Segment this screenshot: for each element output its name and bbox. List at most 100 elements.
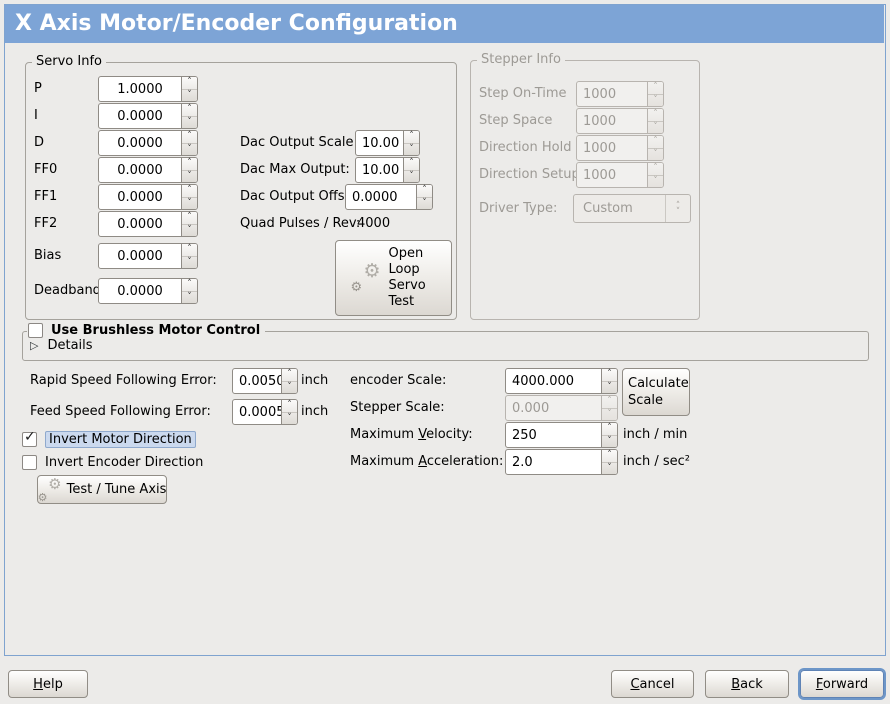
spin-down-icon[interactable]: ˅ (187, 256, 192, 267)
i-spinbox[interactable]: 0.0000 ˄˅ (98, 103, 198, 129)
servo-row-ff2: FF2 0.0000 ˄˅ (34, 211, 198, 237)
servo-row-i: I 0.0000 ˄˅ (34, 103, 198, 129)
spin-down-icon[interactable]: ˅ (187, 89, 192, 100)
brushless-frame (22, 331, 869, 361)
test-tune-axis-button[interactable]: ⚙⚙ Test / Tune Axis (37, 475, 167, 504)
checkbox-unchecked-icon[interactable] (22, 455, 37, 470)
cancel-label: Cancel (630, 676, 675, 692)
maximum-velocity-spinbox[interactable]: 250 ˄˅ (505, 422, 618, 448)
dac-output-scale-spinbox[interactable]: 10.00 ˄˅ (355, 130, 420, 156)
spin-down-icon[interactable]: ˅ (187, 291, 192, 302)
help-label: Help (33, 676, 63, 692)
quad-pulses-label: Quad Pulses / Rev: (240, 216, 361, 231)
spin-up-icon[interactable]: ˄ (182, 158, 197, 171)
ff1-label: FF1 (34, 189, 58, 204)
spin-down-icon[interactable]: ˅ (187, 116, 192, 127)
deadband-label: Deadband (34, 283, 101, 298)
spin-down-icon[interactable]: ˅ (187, 224, 192, 235)
use-brushless-checkbox[interactable]: Use Brushless Motor Control (27, 322, 266, 339)
forward-button[interactable]: Forward (800, 670, 884, 698)
rapid-following-error-unit: inch (301, 373, 329, 388)
servo-row-bias: Bias 0.0000 ˄˅ (34, 243, 198, 269)
checkbox-checked-icon[interactable]: ✓ (22, 429, 37, 447)
spin-down-icon[interactable]: ˅ (287, 412, 292, 423)
spin-up-icon[interactable]: ˄ (417, 185, 432, 198)
deadband-spinbox[interactable]: 0.0000 ˄˅ (98, 278, 198, 304)
dac-max-output-spinbox[interactable]: 10.00 ˄˅ (355, 157, 420, 183)
spin-down-icon[interactable]: ˅ (409, 170, 414, 181)
dac-output-offset-spinbox[interactable]: 0.0000 ˄˅ (345, 184, 433, 210)
ff0-spinbox[interactable]: 0.0000 ˄˅ (98, 157, 198, 183)
servo-row-d: D 0.0000 ˄˅ (34, 130, 198, 156)
details-expander[interactable]: ▷ Details (30, 338, 93, 353)
ff1-spinbox[interactable]: 0.0000 ˄˅ (98, 184, 198, 210)
spin-up-icon[interactable]: ˄ (282, 400, 297, 413)
spin-down-icon[interactable]: ˅ (607, 435, 612, 446)
spin-up-icon[interactable]: ˄ (182, 185, 197, 198)
spin-up-icon[interactable]: ˄ (602, 369, 617, 382)
spin-up-icon[interactable]: ˄ (182, 77, 197, 90)
servo-row-ff0: FF0 0.0000 ˄˅ (34, 157, 198, 183)
spin-up-icon[interactable]: ˄ (182, 244, 197, 257)
spin-down-icon[interactable]: ˅ (607, 462, 612, 473)
stepper-row-direction-hold: Direction Hold 1000 ˄˅ (479, 135, 664, 161)
spin-down-icon[interactable]: ˅ (287, 381, 292, 392)
encoder-scale-spinbox[interactable]: 4000.000 ˄˅ (505, 368, 618, 394)
use-brushless-label: Use Brushless Motor Control (51, 323, 261, 338)
maximum-acceleration-unit: inch / sec² (623, 454, 691, 469)
test-tune-axis-label: Test / Tune Axis (66, 482, 167, 497)
bias-label: Bias (34, 248, 62, 263)
open-loop-servo-test-button[interactable]: ⚙⚙ Open Loop Servo Test (335, 240, 452, 316)
ff2-spinbox[interactable]: 0.0000 ˄˅ (98, 211, 198, 237)
maximum-velocity-unit: inch / min (623, 427, 688, 442)
step-space-label: Step Space (479, 113, 553, 128)
help-button[interactable]: Help (8, 670, 88, 698)
cancel-button[interactable]: Cancel (611, 670, 694, 698)
gears-icon: ⚙⚙ (350, 260, 381, 295)
p-spinbox[interactable]: 1.0000 ˄˅ (98, 76, 198, 102)
spin-down-icon[interactable]: ˅ (187, 143, 192, 154)
calculate-scale-button[interactable]: Calculate Scale (622, 368, 690, 416)
spin-down-icon[interactable]: ˅ (607, 381, 612, 392)
spin-up-icon[interactable]: ˄ (182, 131, 197, 144)
spin-up-icon: ˄ (648, 163, 663, 176)
spin-up-icon: ˄ (648, 109, 663, 122)
spin-down-icon[interactable]: ˅ (409, 143, 414, 154)
spin-up-icon[interactable]: ˄ (182, 279, 197, 292)
feed-following-error-unit: inch (301, 404, 329, 419)
d-spinbox[interactable]: 0.0000 ˄˅ (98, 130, 198, 156)
bias-spinbox[interactable]: 0.0000 ˄˅ (98, 243, 198, 269)
stepper-row-direction-setup: Direction Setup 1000 ˄˅ (479, 162, 664, 188)
maximum-acceleration-spinbox[interactable]: 2.0 ˄˅ (505, 449, 618, 475)
spin-up-icon[interactable]: ˄ (602, 423, 617, 436)
servo-row-ff1: FF1 0.0000 ˄˅ (34, 184, 198, 210)
spin-up-icon[interactable]: ˄ (182, 104, 197, 117)
spin-up-icon: ˄ (648, 82, 663, 95)
spin-down-icon[interactable]: ˅ (187, 170, 192, 181)
spin-up-icon[interactable]: ˄ (404, 131, 419, 144)
direction-hold-label: Direction Hold (479, 140, 572, 155)
spin-up-icon[interactable]: ˄ (404, 158, 419, 171)
invert-motor-direction-checkbox[interactable]: ✓ Invert Motor Direction (22, 429, 196, 448)
invert-encoder-direction-checkbox[interactable]: Invert Encoder Direction (22, 455, 203, 470)
spin-down-icon[interactable]: ˅ (422, 197, 427, 208)
stepper-row-driver-type: Driver Type: Custom ˄˅ (479, 194, 691, 223)
checkmark-icon: ✓ (24, 429, 36, 445)
checkbox-unchecked-icon[interactable] (28, 323, 43, 338)
spin-down-icon: ˅ (653, 121, 658, 132)
spin-up-icon[interactable]: ˄ (282, 369, 297, 382)
dac-output-scale-label: Dac Output Scale: (240, 135, 358, 150)
step-space-spinbox: 1000 ˄˅ (576, 108, 664, 134)
rapid-following-error-spinbox[interactable]: 0.0050 ˄˅ (232, 368, 298, 394)
expander-triangle-icon[interactable]: ▷ (30, 339, 39, 352)
servo-info-title: Servo Info (32, 54, 106, 70)
spin-down-icon[interactable]: ˅ (187, 197, 192, 208)
feed-following-error-spinbox[interactable]: 0.0005 ˄˅ (232, 399, 298, 425)
i-label: I (34, 108, 38, 123)
back-button[interactable]: Back (705, 670, 789, 698)
back-label: Back (731, 676, 763, 692)
spin-up-icon: ˄ (602, 396, 617, 409)
spin-up-icon[interactable]: ˄ (602, 450, 617, 463)
spin-up-icon[interactable]: ˄ (182, 212, 197, 225)
